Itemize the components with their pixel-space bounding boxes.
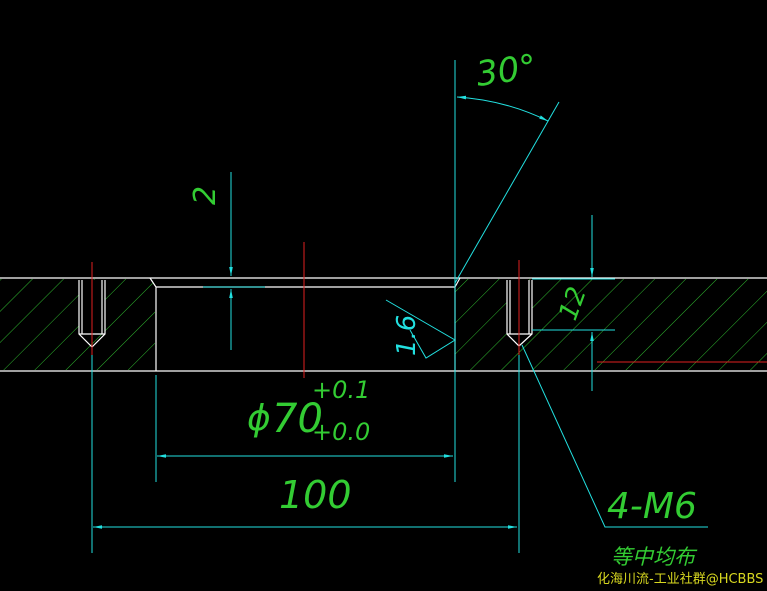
recess-depth-label: 2 xyxy=(188,186,223,205)
centerlines xyxy=(91,242,767,378)
section-hatching xyxy=(0,279,767,370)
thread-note-label: 等中均布 xyxy=(611,545,698,569)
watermark-text: 化海川流-工业社群@HCBBS xyxy=(597,571,763,587)
span-width-label: 100 xyxy=(279,473,352,517)
hatch-right-region xyxy=(455,279,767,370)
surface-finish-label: 1.6 xyxy=(392,315,422,356)
diameter-value: 70 xyxy=(272,396,323,442)
hatch-left-region xyxy=(0,279,155,370)
diameter-symbol: ϕ xyxy=(247,398,271,439)
dimension-texts: 30° 2 ϕ 70 +0.1 +0.0 100 12 1.6 4-M6 等中均… xyxy=(188,47,698,569)
dimension-lines xyxy=(91,60,708,553)
thread-callout-label: 4-M6 xyxy=(607,486,697,527)
tolerance-lower: +0.0 xyxy=(312,418,370,446)
chamfer-angle-label: 30° xyxy=(474,47,539,95)
tolerance-upper: +0.1 xyxy=(312,376,370,404)
